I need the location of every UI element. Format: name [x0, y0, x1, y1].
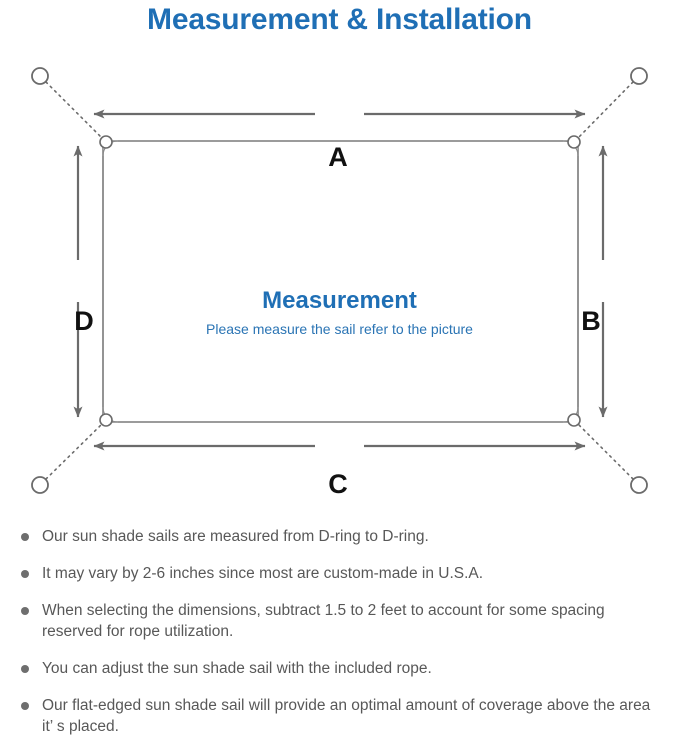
dimension-label-b: B [581, 306, 601, 336]
d-rings-group [99, 135, 581, 427]
list-item: Our sun shade sails are measured from D-… [12, 526, 657, 547]
anchor-top-right-icon [630, 67, 648, 85]
rope-top-left [45, 81, 102, 138]
note-text: When selecting the dimensions, subtract … [42, 602, 605, 640]
measurement-diagram: Measurement Please measure the sail refe… [0, 44, 679, 514]
d-ring-top-right-icon [567, 135, 581, 149]
anchor-bottom-right-icon [630, 476, 648, 494]
list-item: You can adjust the sun shade sail with t… [12, 658, 657, 679]
anchor-points-group [31, 67, 648, 494]
d-ring-bottom-right-icon [567, 413, 581, 427]
bullet-icon [21, 533, 29, 541]
notes-list: Our sun shade sails are measured from D-… [0, 526, 679, 737]
rope-lines [45, 81, 634, 480]
page-title: Measurement & Installation [147, 3, 532, 36]
rope-bottom-right [578, 424, 634, 480]
bullet-icon [21, 665, 29, 673]
list-item: Our flat-edged sun shade sail will provi… [12, 695, 657, 737]
shade-sail-body [102, 140, 579, 423]
anchor-bottom-left-icon [31, 476, 49, 494]
list-item: It may vary by 2-6 inches since most are… [12, 563, 657, 584]
list-item: When selecting the dimensions, subtract … [12, 600, 657, 642]
sail-center-subtext: Please measure the sail refer to the pic… [206, 321, 473, 337]
bullet-icon [21, 607, 29, 615]
dimension-label-c: C [328, 469, 348, 499]
d-ring-top-left-icon [99, 135, 113, 149]
note-text: Our flat-edged sun shade sail will provi… [42, 697, 651, 735]
rope-bottom-left [45, 424, 102, 480]
d-ring-bottom-left-icon [99, 413, 113, 427]
anchor-top-left-icon [31, 67, 49, 85]
bullet-icon [21, 570, 29, 578]
note-text: It may vary by 2-6 inches since most are… [42, 565, 484, 582]
rope-top-right [578, 81, 634, 138]
note-text: You can adjust the sun shade sail with t… [42, 660, 432, 677]
dimension-label-d: D [74, 306, 94, 336]
sail-center-heading: Measurement [262, 287, 417, 314]
note-text: Our sun shade sails are measured from D-… [42, 528, 429, 545]
bullet-icon [21, 702, 29, 710]
dimension-label-a: A [328, 142, 348, 172]
